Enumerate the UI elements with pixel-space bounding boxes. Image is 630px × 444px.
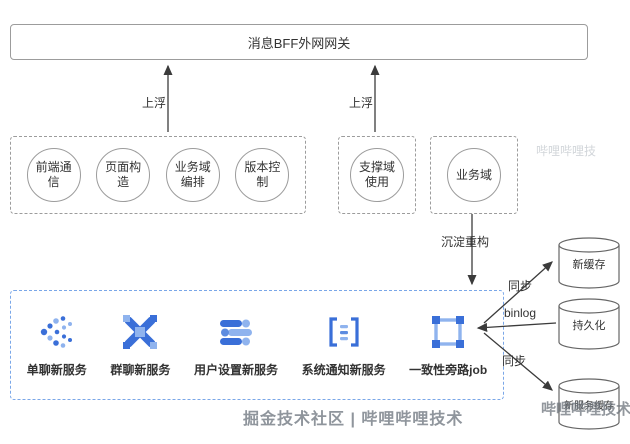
db-label: 新服务缓存: [564, 401, 614, 412]
service-single-chat: 单聊新服务: [27, 312, 87, 378]
db-label: 持久化: [572, 320, 606, 332]
service-label: 一致性旁路job: [409, 363, 488, 377]
gateway-box: 消息BFF外网网关: [10, 24, 588, 60]
watermark-top-right: 哔哩哔哩技: [536, 144, 597, 158]
label-refactor: 沉淀重构: [441, 235, 490, 249]
service-label: 用户设置新服务: [193, 363, 278, 377]
capability-circle-orchestration: 业务域编排: [165, 148, 220, 202]
capability-circle-frontend: 前端通信: [26, 148, 81, 202]
notice-list-icon: [324, 312, 364, 352]
label-float-up-right: 上浮: [349, 96, 374, 110]
db-label: 新缓存: [572, 259, 606, 271]
label-sync-bottom: 同步: [502, 354, 527, 368]
chat-flow-icon: [37, 312, 77, 352]
support-circle: 支撑域使用: [350, 148, 404, 202]
capability-group-box: 前端通信 页面构造 业务域编排 版本控制: [10, 136, 306, 214]
business-group-box: 业务域: [430, 136, 518, 214]
support-group-box: 支撑域使用: [338, 136, 416, 214]
service-system-notice: 系统通知新服务: [302, 312, 386, 378]
watermark-bottom: 掘金技术社区 | 哔哩哔哩技术: [243, 411, 464, 428]
group-cluster-icon: [120, 312, 160, 352]
service-group-chat: 群聊新服务: [110, 312, 170, 378]
service-user-settings: 用户设置新服务: [194, 312, 278, 378]
service-label: 系统通知新服务: [301, 363, 386, 377]
cylinder-shape-icon: [558, 298, 620, 350]
db-new-service-cache: 新服务缓存: [557, 377, 621, 431]
label-sync-top: 同步: [508, 279, 533, 293]
gateway-label: 消息BFF外网网关: [247, 35, 351, 51]
db-persistence: 持久化: [557, 297, 621, 351]
new-services-box: 单聊新服务 群聊新服务: [10, 290, 504, 400]
consistency-frame-icon: [428, 312, 468, 352]
cylinder-shape-icon: [558, 237, 620, 289]
label-float-up-left: 上浮: [142, 96, 167, 110]
service-consistency-job: 一致性旁路job: [409, 312, 487, 378]
watermark-bottom-right: 哔哩哔哩技术: [541, 401, 630, 418]
label-binlog: binlog: [504, 306, 537, 320]
service-label: 单聊新服务: [26, 363, 87, 377]
settings-sliders-icon: [216, 312, 256, 352]
db-new-cache: 新缓存: [557, 236, 621, 290]
cylinder-shape-icon: [558, 378, 620, 430]
service-label: 群聊新服务: [110, 363, 171, 377]
capability-circle-version: 版本控制: [235, 148, 290, 202]
business-circle: 业务域: [447, 148, 501, 202]
capability-circle-page: 页面构造: [96, 148, 151, 202]
